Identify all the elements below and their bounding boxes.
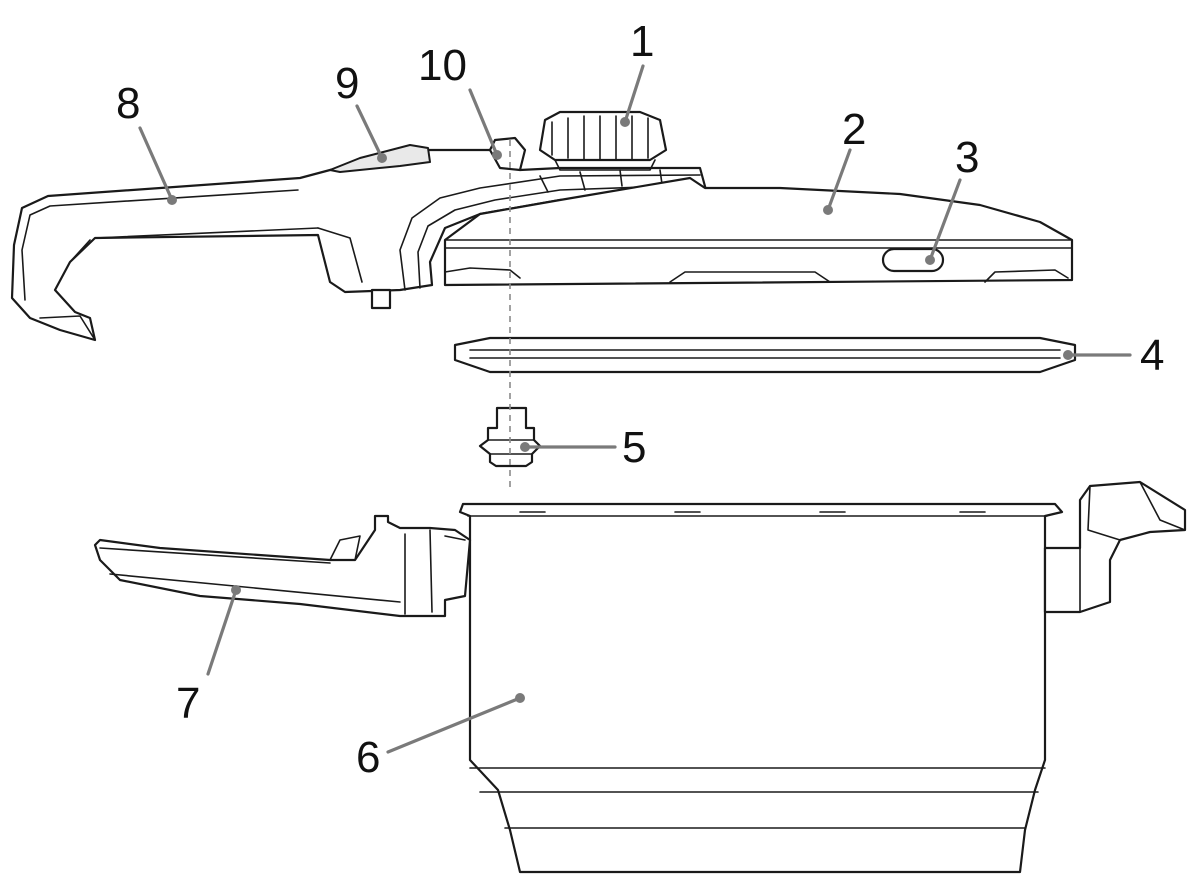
callout-1-label: 1 [630,17,654,66]
callout-5-label: 5 [622,423,646,472]
callout-7-label: 7 [176,679,200,728]
callout-6-label: 6 [356,733,380,782]
lid-handle [10,148,708,342]
pot-side-handle [1043,480,1187,614]
pressure-indicator [488,136,527,172]
pot-long-handle [93,514,472,618]
leader-lines [138,64,1132,754]
pressure-knob [538,110,668,171]
lid-window [881,247,945,273]
callout-10-label: 10 [418,41,467,90]
callout-2-label: 2 [842,105,866,154]
callout-9-label: 9 [335,59,359,108]
callout-3-label: 3 [955,133,979,182]
callout-4-label: 4 [1140,331,1164,380]
callout-labels: 1 2 3 4 5 6 7 8 9 10 [116,17,1164,782]
callout-8-label: 8 [116,79,140,128]
pot-body [458,502,1064,874]
sealing-gasket [453,336,1077,374]
